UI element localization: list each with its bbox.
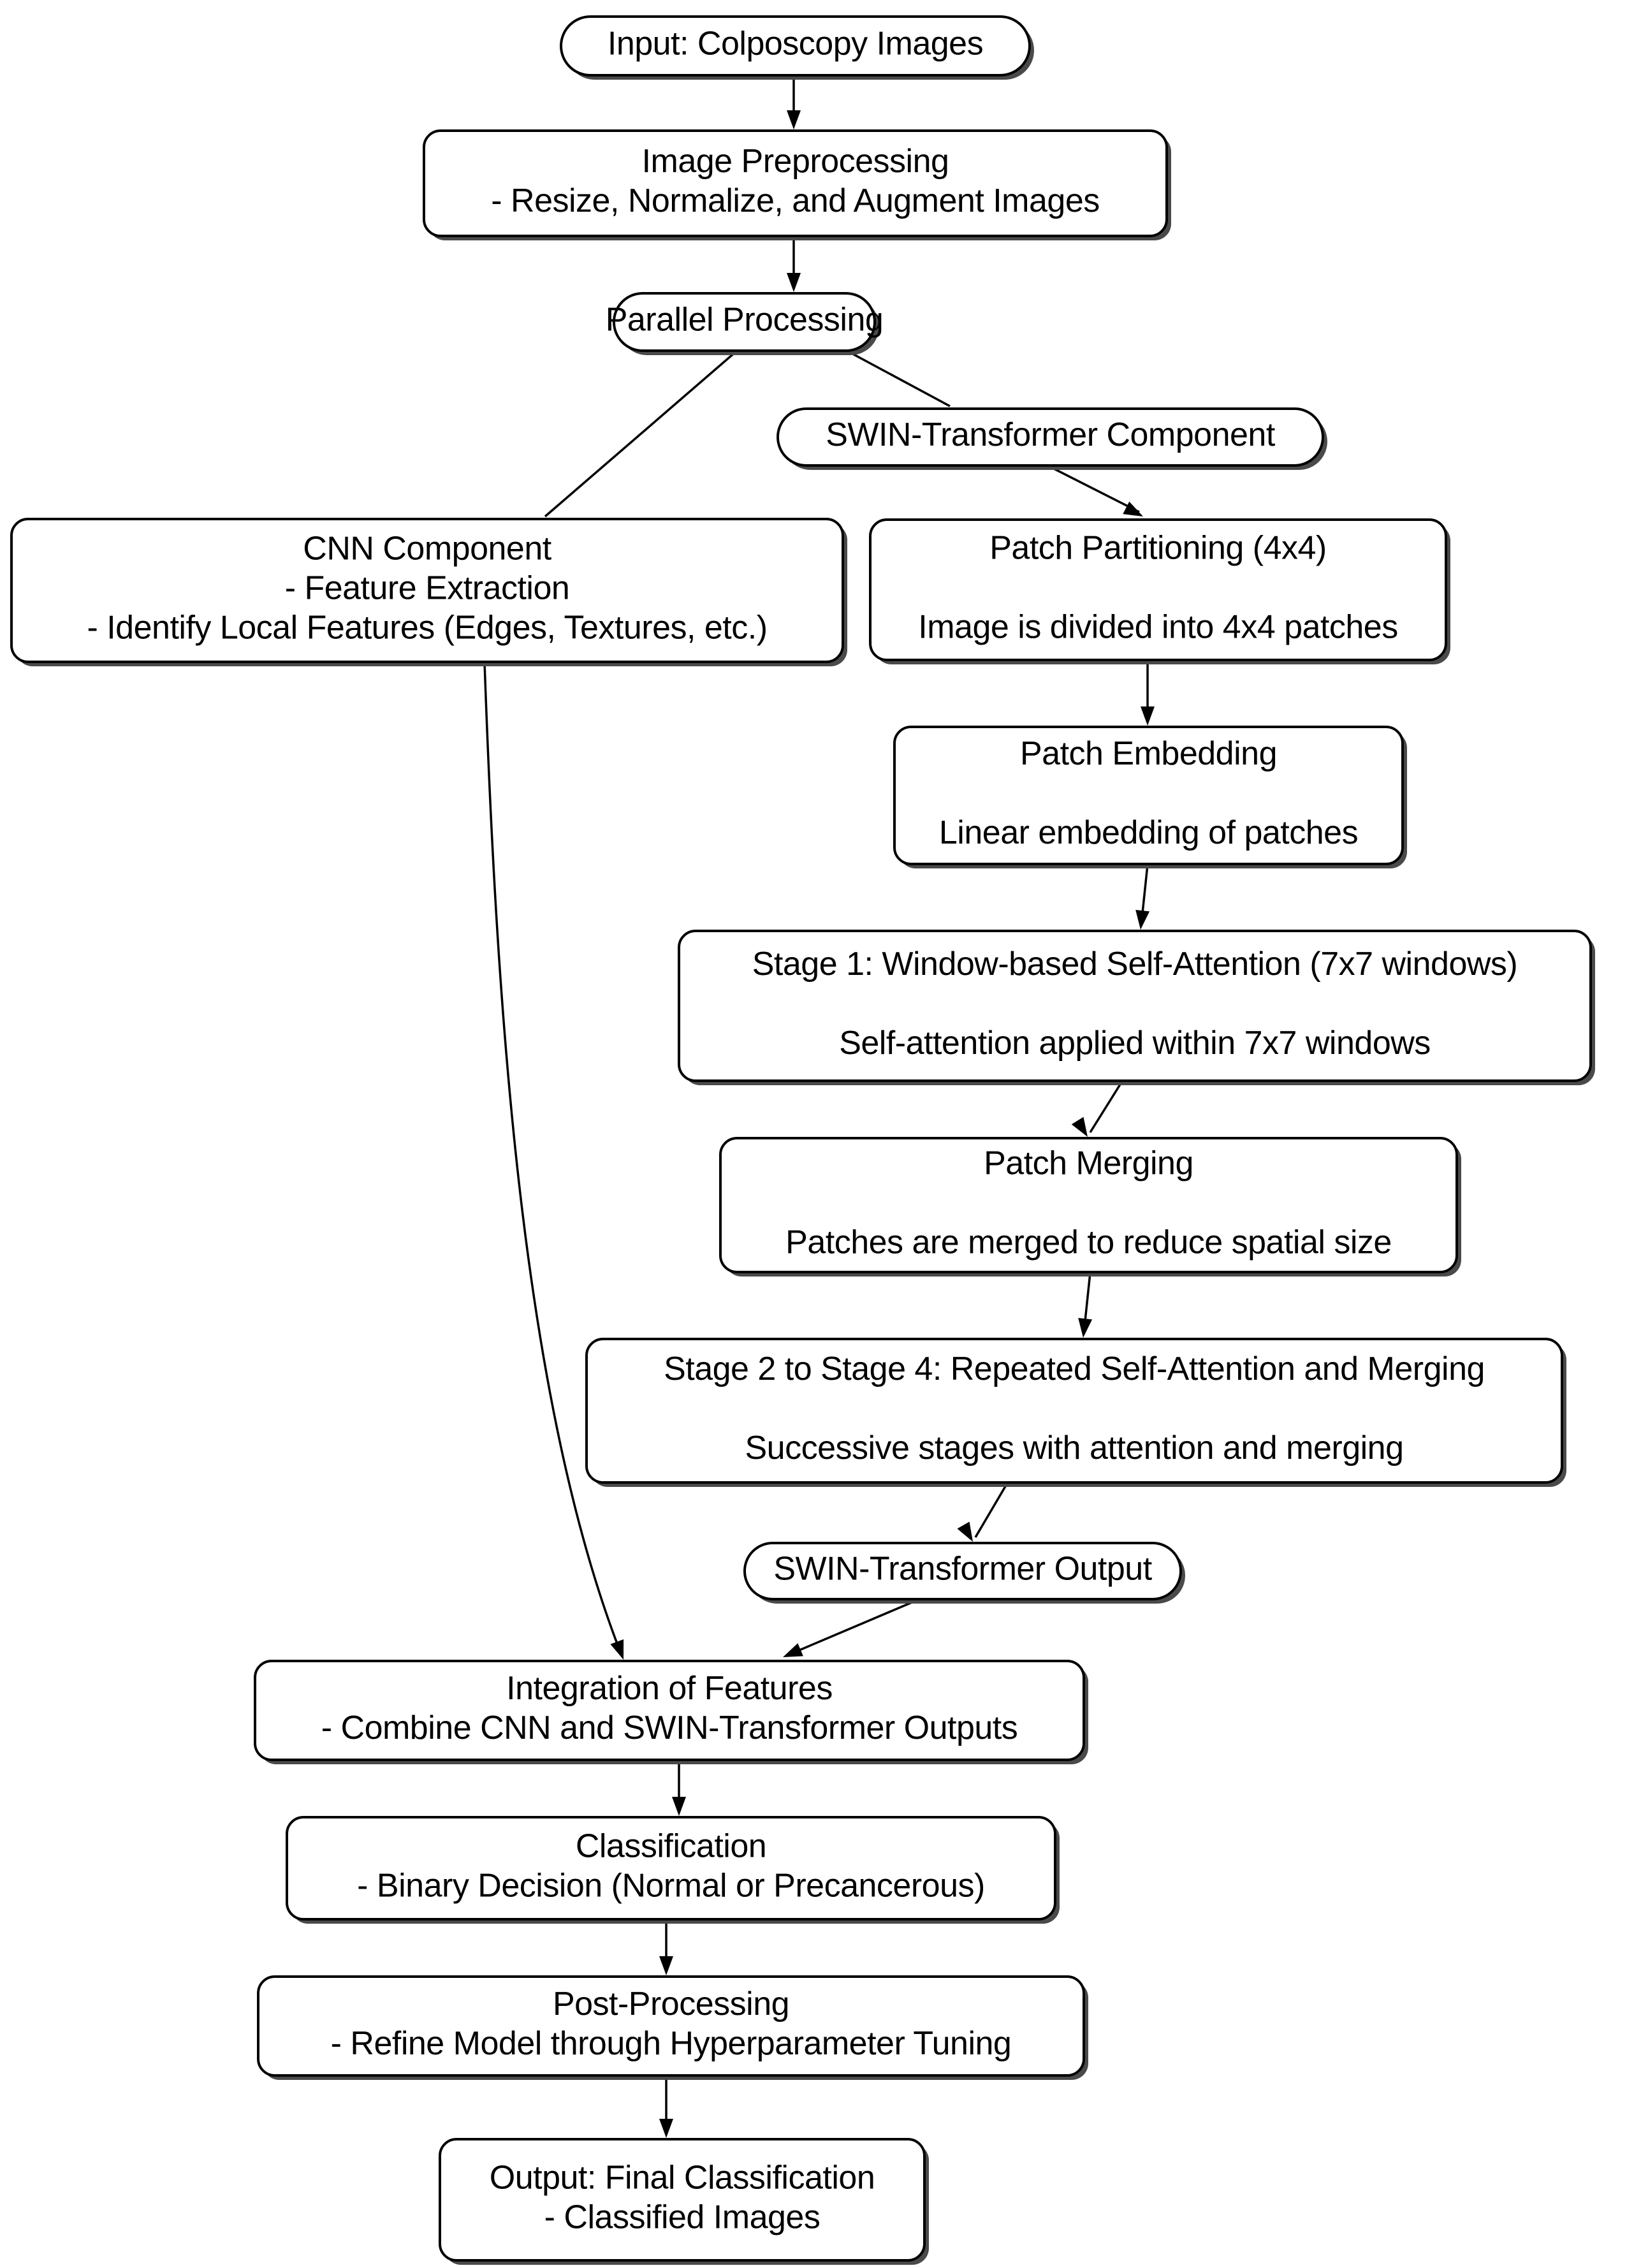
node-outline — [560, 15, 1031, 77]
node-label-line: Patch Partitioning (4x4) — [989, 530, 1327, 567]
edges-layer — [483, 75, 1155, 2138]
edge-stage1-to-patch-merging — [1071, 1081, 1123, 1137]
node-label-line: - Feature Extraction — [285, 570, 570, 607]
edge-patch-merging-to-stage24 — [1078, 1272, 1093, 1338]
edge-stage24-to-swin-output — [957, 1482, 1009, 1542]
edge-parallel-to-cnn-line — [544, 350, 738, 518]
edge-swin-output-to-integration — [783, 1599, 919, 1657]
edge-swin-component-to-patch-partitioning — [1048, 465, 1143, 516]
node-stage-1-window-self-attention[interactable]: Stage 1: Window-based Self-Attention (7x… — [678, 930, 1595, 1085]
edge-swin-output-to-integration-arrowhead — [783, 1643, 803, 1657]
edge-patch-partitioning-to-patch-embedding-arrowhead — [1141, 706, 1155, 726]
node-label-line: - Combine CNN and SWIN-Transformer Outpu… — [321, 1709, 1018, 1746]
node-label-line: Classification — [576, 1828, 766, 1865]
node-label-line: CNN Component — [303, 530, 551, 567]
node-label-line: - Binary Decision (Normal or Precancerou… — [357, 1868, 985, 1905]
node-patch-partitioning[interactable]: Patch Partitioning (4x4) Image is divided… — [869, 518, 1450, 664]
node-label-line: Patches are merged to reduce spatial siz… — [785, 1224, 1392, 1261]
node-outline — [423, 129, 1168, 237]
edge-classification-to-postprocessing-arrowhead — [659, 1956, 673, 1975]
edge-postprocessing-to-output — [659, 2076, 673, 2138]
node-label-line: SWIN-Transformer Output — [773, 1551, 1152, 1588]
edge-parallel-to-cnn — [544, 350, 738, 518]
node-outline — [10, 518, 844, 663]
edge-stage1-to-patch-merging-line — [1089, 1081, 1123, 1133]
edge-parallel-to-swin-component — [847, 350, 951, 407]
edge-cnn-to-integration-line — [483, 662, 623, 1656]
node-swin-transformer-output[interactable]: SWIN-Transformer Output — [743, 1542, 1185, 1604]
node-stage-2-to-stage-4-repeated[interactable]: Stage 2 to Stage 4: Repeated Self-Attent… — [585, 1338, 1566, 1487]
node-label-line: Image is divided into 4x4 patches — [918, 609, 1397, 646]
edge-patch-merging-to-stage24-arrowhead — [1078, 1318, 1093, 1338]
node-outline — [678, 930, 1592, 1082]
node-outline — [254, 1660, 1085, 1761]
node-label-line: Linear embedding of patches — [939, 814, 1358, 851]
node-outline — [893, 726, 1404, 865]
node-label-line: Self-attention applied within 7x7 window… — [839, 1025, 1431, 1062]
node-label-line: Post-Processing — [553, 1986, 789, 2023]
edge-stage24-to-swin-output-arrowhead — [957, 1521, 973, 1542]
edge-integration-to-classification — [672, 1760, 686, 1816]
node-outline — [613, 292, 876, 352]
node-cnn-component[interactable]: CNN Component- Feature Extraction- Ident… — [10, 518, 847, 666]
node-outline — [585, 1338, 1563, 1484]
node-outline — [777, 407, 1324, 467]
node-outline — [869, 518, 1447, 661]
node-outline — [286, 1816, 1056, 1920]
node-outline — [743, 1542, 1182, 1600]
edge-patch-partitioning-to-patch-embedding — [1141, 661, 1155, 726]
node-swin-transformer-component[interactable]: SWIN-Transformer Component — [777, 407, 1327, 470]
edge-input-to-preprocessing-arrowhead — [787, 110, 801, 129]
node-label-line: - Resize, Normalize, and Augment Images — [491, 182, 1099, 219]
edge-integration-to-classification-arrowhead — [672, 1797, 686, 1816]
edge-stage24-to-swin-output-line — [974, 1482, 1009, 1538]
node-label-line: Patch Merging — [984, 1145, 1193, 1182]
node-integration-of-features[interactable]: Integration of Features- Combine CNN and… — [254, 1660, 1088, 1764]
edge-parallel-to-swin-component-line — [847, 350, 951, 407]
node-label-line: - Identify Local Features (Edges, Textur… — [87, 610, 767, 647]
edge-patch-embedding-to-stage1 — [1135, 864, 1150, 930]
edge-input-to-preprocessing — [787, 75, 801, 129]
node-label-line: Patch Embedding — [1020, 735, 1277, 772]
node-input-colposcopy-images[interactable]: Input: Colposcopy Images — [560, 15, 1034, 80]
edge-stage1-to-patch-merging-arrowhead — [1071, 1116, 1088, 1137]
node-label-line: Successive stages with attention and mer… — [745, 1430, 1403, 1467]
node-label-line: Stage 2 to Stage 4: Repeated Self-Attent… — [664, 1350, 1485, 1387]
edge-preprocessing-to-parallel — [787, 237, 801, 292]
edge-cnn-to-integration — [483, 662, 624, 1660]
node-label-line: SWIN-Transformer Component — [826, 416, 1276, 453]
edge-preprocessing-to-parallel-arrowhead — [787, 273, 801, 292]
node-label-line: Stage 1: Window-based Self-Attention (7x… — [752, 946, 1518, 983]
node-outline — [257, 1975, 1085, 2077]
node-image-preprocessing[interactable]: Image Preprocessing- Resize, Normalize, … — [423, 129, 1171, 240]
node-label-line: Output: Final Classification — [490, 2160, 875, 2197]
node-label-line: Image Preprocessing — [642, 143, 949, 180]
edge-patch-embedding-to-stage1-arrowhead — [1135, 910, 1150, 930]
node-post-processing[interactable]: Post-Processing- Refine Model through Hy… — [257, 1975, 1088, 2080]
edge-cnn-to-integration-arrowhead — [610, 1639, 624, 1660]
edge-swin-component-to-patch-partitioning-line — [1048, 465, 1140, 513]
node-outline — [719, 1137, 1458, 1273]
node-output-final-classification[interactable]: Output: Final Classification- Classified… — [439, 2138, 929, 2265]
node-outline — [439, 2138, 926, 2262]
edge-postprocessing-to-output-arrowhead — [659, 2119, 673, 2138]
node-label-line: Input: Colposcopy Images — [608, 26, 983, 62]
node-parallel-processing[interactable]: Parallel Processing — [606, 292, 884, 355]
node-label-line: - Classified Images — [544, 2199, 821, 2236]
edge-swin-component-to-patch-partitioning-arrowhead — [1123, 501, 1143, 516]
node-label-line: - Refine Model through Hyperparameter Tu… — [331, 2025, 1012, 2062]
node-label-line: Parallel Processing — [606, 302, 884, 339]
edge-swin-output-to-integration-line — [787, 1599, 919, 1657]
node-classification[interactable]: Classification- Binary Decision (Normal … — [286, 1816, 1060, 1924]
node-label-line: Integration of Features — [506, 1670, 833, 1707]
edge-classification-to-postprocessing — [659, 1920, 673, 1975]
